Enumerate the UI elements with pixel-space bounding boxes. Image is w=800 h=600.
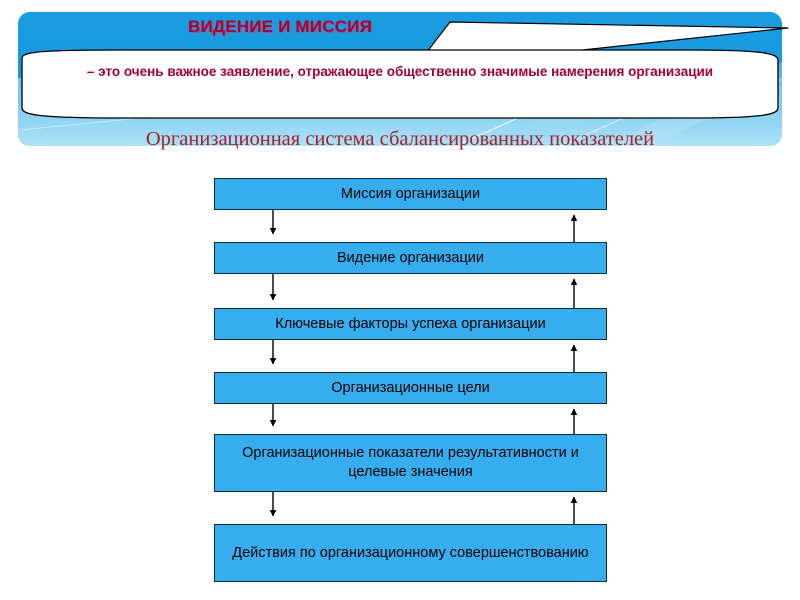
- flow-box-label: Видение организации: [337, 249, 484, 266]
- flow-box-label: Миссия организации: [340, 185, 481, 202]
- flow-box-objectives[interactable]: Организационные цели: [214, 372, 607, 404]
- callout-body: [21, 49, 779, 119]
- banner-subtitle: – это очень важное заявление, отражающее…: [86, 64, 714, 79]
- flow-box-mission[interactable]: Миссия организации: [214, 178, 607, 210]
- header-banner: ВИДЕНИЕ И МИССИЯ – это очень важное заяв…: [0, 0, 800, 152]
- flow-box-performance-measures[interactable]: Организационные показатели результативно…: [214, 434, 607, 492]
- banner-graphic: [18, 12, 789, 146]
- banner-title: ВИДЕНИЕ И МИССИЯ: [187, 17, 373, 36]
- flow-box-key-success-factors[interactable]: Ключевые факторы успеха организации: [214, 308, 607, 340]
- flow-box-label: Организационные показатели результативно…: [242, 445, 579, 480]
- flow-box-label: Ключевые факторы успеха организации: [275, 315, 546, 332]
- flow-box-vision[interactable]: Видение организации: [214, 242, 607, 274]
- flow-box-improvement-actions[interactable]: Действия по организационному совершенств…: [214, 524, 607, 582]
- flow-box-label: Действия по организационному совершенств…: [232, 544, 589, 561]
- flow-box-label: Организационные цели: [331, 379, 490, 396]
- section-heading: Организационная система сбалансированных…: [145, 128, 655, 150]
